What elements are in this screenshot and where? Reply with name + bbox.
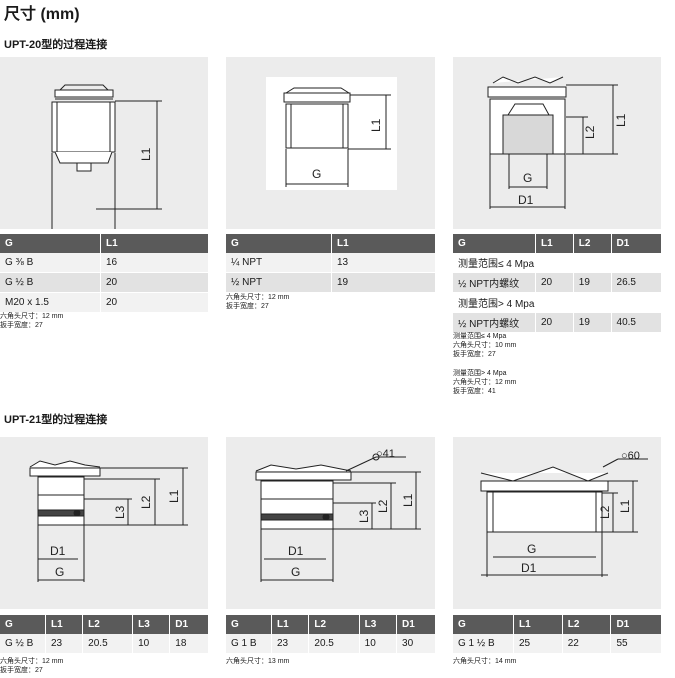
drawing-upt20-a: L1 G	[0, 57, 208, 229]
note-upt21-c: 六角头尺寸：14 mm	[453, 658, 517, 665]
svg-text:G: G	[291, 565, 300, 579]
svg-text:L1: L1	[167, 489, 181, 503]
technical-drawing: L1 G	[51, 84, 162, 229]
svg-text:G: G	[55, 565, 64, 579]
drawing-upt20-c: L2 L1 G D1	[453, 57, 661, 229]
svg-text:○41: ○41	[376, 448, 395, 460]
svg-text:L2: L2	[139, 495, 153, 509]
svg-text:○60: ○60	[621, 450, 640, 462]
svg-text:L1: L1	[401, 493, 415, 507]
svg-text:D1: D1	[288, 544, 304, 558]
svg-text:G: G	[527, 542, 536, 556]
page-title: 尺寸 (mm)	[4, 6, 80, 23]
svg-text:L1: L1	[618, 499, 632, 513]
svg-text:L1: L1	[369, 118, 383, 132]
section-title-upt21: UPT-21型的过程连接	[4, 414, 108, 426]
svg-text:L3: L3	[357, 509, 371, 523]
svg-text:L2: L2	[376, 499, 390, 513]
drawing-upt20-b: L1 G	[226, 57, 435, 229]
dim-l1: L1	[139, 147, 153, 161]
svg-text:G: G	[312, 167, 321, 181]
drawing-upt21-a: L3 L2 L1 D1 G	[0, 437, 208, 609]
svg-text:L2: L2	[598, 505, 612, 519]
drawing-upt21-b: ○41 L3 L2 L1 D1 G	[226, 437, 435, 609]
svg-text:G: G	[523, 171, 532, 185]
svg-text:D1: D1	[518, 193, 534, 207]
svg-text:D1: D1	[50, 544, 66, 558]
drawing-upt21-c: ○60 L2 L1 G D1	[453, 437, 661, 609]
svg-text:L2: L2	[583, 125, 597, 139]
section-title-upt20: UPT-20型的过程连接	[4, 39, 108, 51]
svg-text:L3: L3	[113, 505, 127, 519]
note-upt21-b: 六角头尺寸：13 mm	[226, 658, 290, 665]
svg-text:D1: D1	[521, 561, 537, 575]
svg-text:L1: L1	[614, 113, 628, 127]
